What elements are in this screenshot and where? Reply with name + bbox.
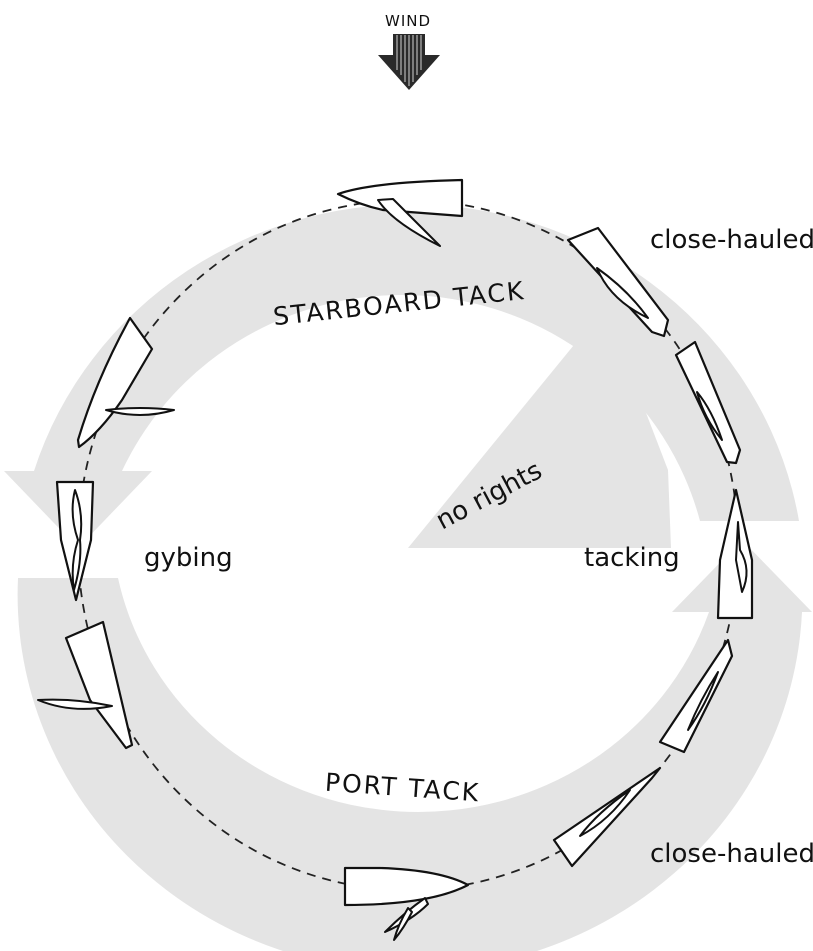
port-tack-label: PORT TACK (324, 768, 481, 808)
tacking-label: tacking (584, 543, 680, 573)
close-hauled-top-label: close-hauled (650, 225, 813, 255)
wind-arrow-icon (378, 34, 440, 90)
wind-indicator: WIND (378, 12, 440, 90)
close-hauled-bottom-label: close-hauled (650, 839, 813, 869)
wind-label: WIND (385, 12, 431, 30)
gybing-label: gybing (144, 543, 233, 573)
